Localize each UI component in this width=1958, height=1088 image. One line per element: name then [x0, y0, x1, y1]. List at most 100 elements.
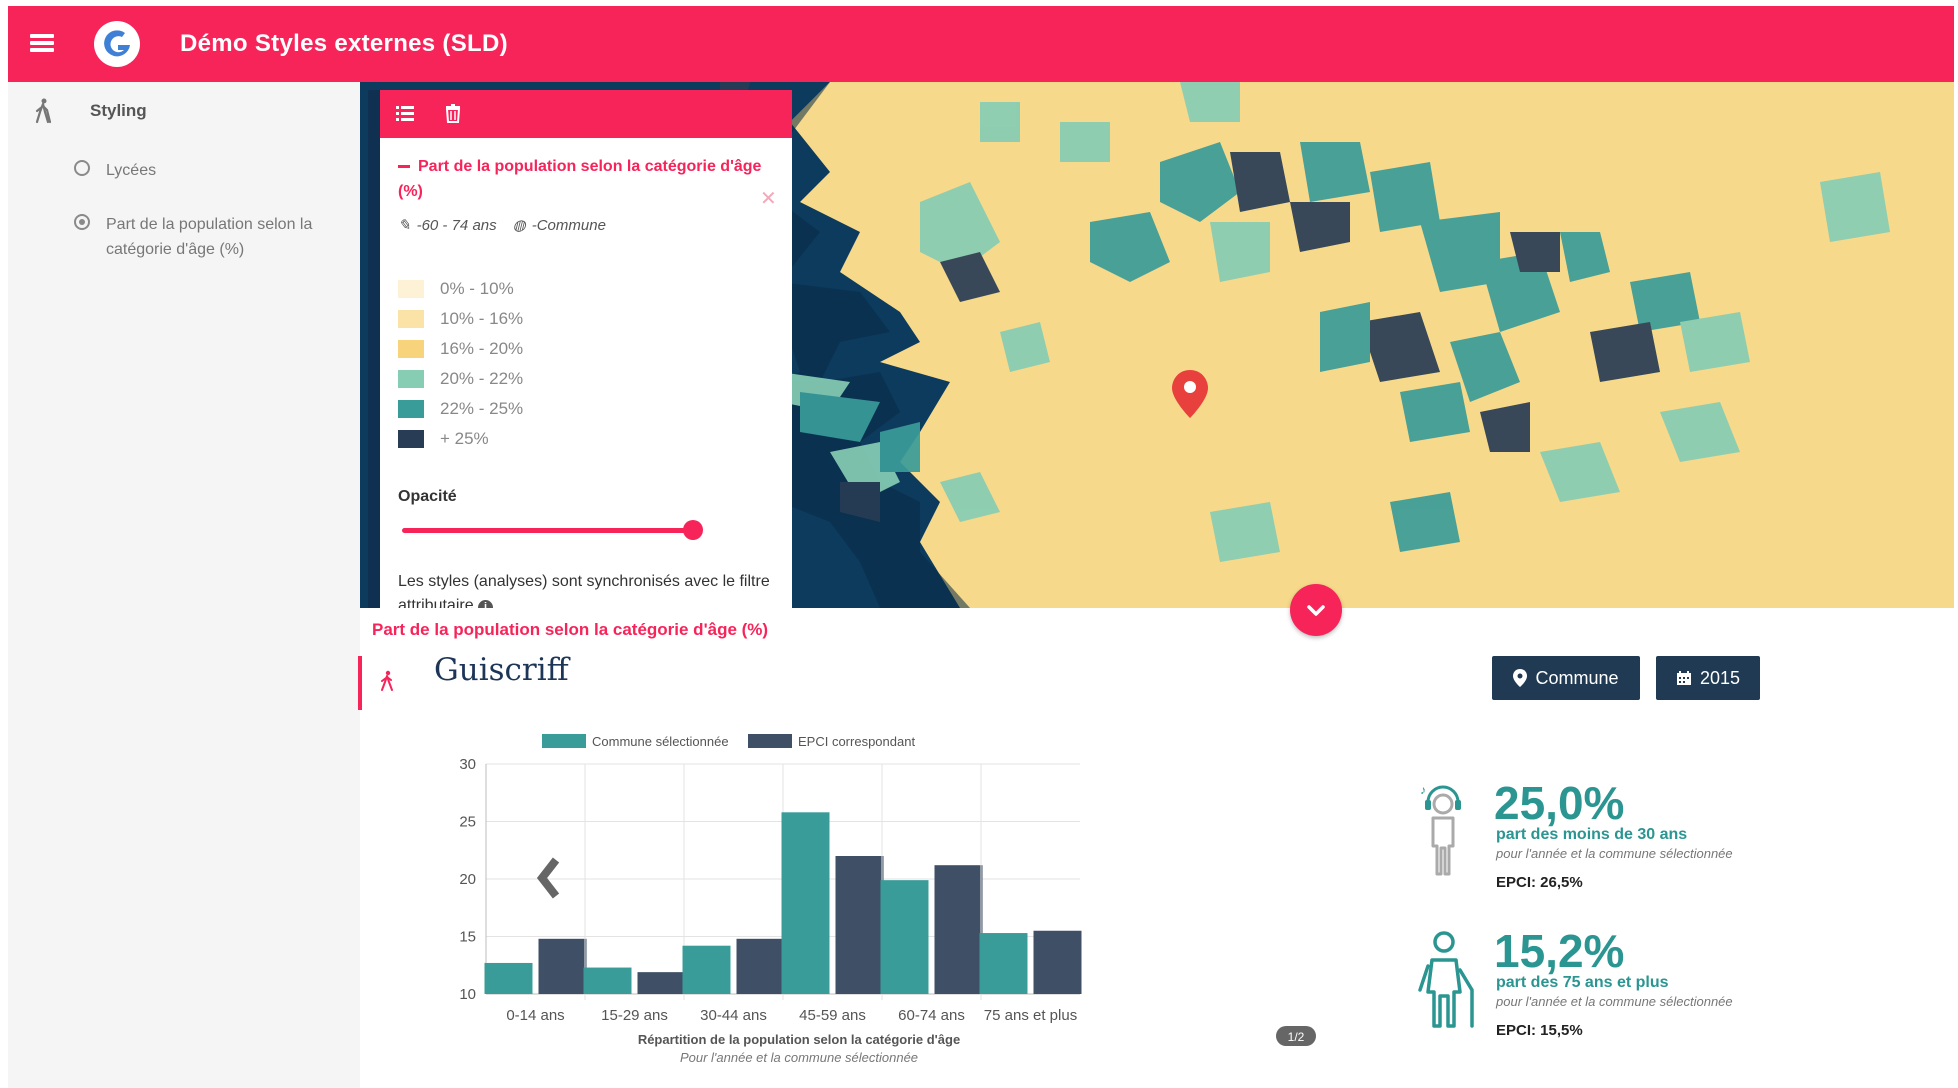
map-marker-icon[interactable] [1172, 370, 1208, 418]
bar-epci-correspondant [736, 938, 785, 994]
sidebar: Styling Lycées Part de la population sel… [8, 82, 360, 1088]
y-tick-label: 25 [459, 814, 476, 831]
legend-class-row: 20% - 22% [398, 364, 523, 394]
bar-epci-correspondant [538, 938, 587, 994]
chart-legend-label: EPCI correspondant [798, 734, 915, 749]
stat-young-value: 25,0% [1494, 777, 1625, 829]
menu-icon[interactable] [30, 30, 56, 56]
app-title: Démo Styles externes (SLD) [180, 30, 508, 57]
pencil-icon: ✎ [398, 217, 411, 234]
age-filter: -60 - 74 ans [416, 216, 497, 234]
slider-track[interactable] [402, 528, 693, 533]
y-tick-label: 20 [459, 871, 476, 888]
sidebar-item-population[interactable]: Part de la population selon la catégorie… [74, 212, 346, 262]
legend-class-row: 16% - 20% [398, 334, 523, 364]
chart-legend-label: Commune sélectionnée [592, 734, 729, 749]
bar-epci-correspondant [637, 972, 686, 994]
bar-commune-sélectionnée [682, 945, 731, 994]
year-button-label: 2015 [1699, 667, 1741, 688]
y-tick-label: 10 [459, 986, 476, 1003]
sidebar-header-styling[interactable]: Styling [34, 96, 147, 126]
place-accent-bar [358, 656, 362, 710]
stat-young-sub: pour l'année et la commune sélectionnée [1496, 846, 1733, 861]
legend-class-row: 10% - 16% [398, 304, 523, 334]
legend-meta: ✎ -60 - 74 ans ◍ -Commune [398, 216, 606, 235]
info-icon[interactable]: i [478, 600, 494, 608]
legend-swatch [748, 734, 792, 748]
bar-commune-sélectionnée [484, 962, 533, 994]
legend-class-label: 10% - 16% [440, 309, 524, 328]
bar-commune-sélectionnée [583, 967, 632, 994]
legend-swatch [398, 280, 424, 298]
legend-class-label: 0% - 10% [440, 279, 514, 298]
legend-class-label: + 25% [440, 429, 489, 448]
legend-swatch [398, 400, 424, 418]
chevron-left-icon[interactable] [536, 857, 560, 899]
stat-young-label: part des moins de 30 ans [1496, 826, 1688, 843]
stat-elderly-sub: pour l'année et la commune sélectionnée [1496, 994, 1733, 1009]
app-logo [94, 21, 140, 67]
y-tick-label: 30 [459, 756, 476, 773]
radio-selected-icon[interactable] [74, 214, 90, 230]
sidebar-item-label: Lycées [106, 162, 157, 179]
legend-swatch [398, 370, 424, 388]
trash-icon[interactable] [442, 102, 464, 124]
commune-button-label: Commune [1535, 667, 1619, 688]
stat-elderly-label: part des 75 ans et plus [1496, 974, 1669, 991]
walking-person-icon [35, 98, 52, 124]
x-tick-label: 15-29 ans [601, 1007, 668, 1024]
chart-xlabel: Répartition de la population selon la ca… [638, 1032, 960, 1047]
place-name: Guiscriff [434, 652, 569, 688]
legend-class-label: 20% - 22% [440, 369, 524, 388]
close-icon[interactable]: ✕ [760, 188, 777, 210]
collapse-button[interactable] [1290, 584, 1342, 636]
slider-thumb[interactable] [682, 520, 703, 540]
bar-epci-correspondant [835, 856, 884, 994]
year-button[interactable]: 2015 [1656, 656, 1760, 700]
legend-layer-title[interactable]: Part de la population selon la catégorie… [398, 154, 788, 204]
sync-note-text: Les styles (analyses) sont synchronisés … [398, 573, 770, 608]
radio-icon[interactable] [74, 160, 90, 176]
opacity-slider[interactable] [402, 518, 744, 542]
app-header: Démo Styles externes (SLD) [8, 6, 1954, 82]
map-pin-icon [1513, 669, 1528, 687]
bar-epci-correspondant [934, 865, 983, 994]
legend-swatch [398, 340, 424, 358]
legend-toolbar [380, 90, 792, 138]
y-tick-label: 15 [459, 929, 476, 946]
age-distribution-chart: Commune sélectionnée EPCI correspondant 10… [459, 734, 1316, 1065]
level-label: -Commune [531, 216, 606, 234]
stat-elderly-epci: EPCI: 15,5% [1496, 1022, 1583, 1039]
analysis-title: Part de la population selon la catégorie… [372, 620, 769, 639]
page-badge [1276, 1026, 1316, 1046]
legend-class-label: 16% - 20% [440, 339, 524, 358]
young-person-icon: ♪ [1420, 784, 1461, 876]
collapse-dash-icon [398, 165, 410, 169]
legend-swatch [398, 430, 424, 448]
legend-layer-title-text: Part de la population selon la catégorie… [398, 158, 762, 200]
sidebar-item-label: Part de la population selon la catégorie… [106, 216, 313, 258]
sidebar-item-lycees[interactable]: Lycées [74, 158, 346, 183]
x-tick-label: 60-74 ans [898, 1007, 965, 1024]
opacity-label: Opacité [398, 488, 457, 505]
legend-swatch [398, 310, 424, 328]
commune-button[interactable]: Commune [1492, 656, 1640, 700]
x-tick-label: 75 ans et plus [984, 1007, 1077, 1024]
legend-class-label: 22% - 25% [440, 399, 524, 418]
x-tick-label: 30-44 ans [700, 1007, 767, 1024]
chevron-down-icon [1307, 605, 1325, 616]
map-view[interactable]: Part de la population selon la catégorie… [360, 82, 1954, 608]
legend-class-row: 0% - 10% [398, 274, 523, 304]
list-icon[interactable] [394, 102, 416, 124]
stat-young-epci: EPCI: 26,5% [1496, 874, 1583, 891]
bar-commune-sélectionnée [979, 933, 1028, 994]
x-tick-label: 0-14 ans [506, 1007, 564, 1024]
elderly-person-icon [1418, 931, 1474, 1028]
page-indicator: 1/2 [1288, 1030, 1305, 1044]
sync-note: Les styles (analyses) sont synchronisés … [398, 570, 788, 608]
globe-icon: ◍ [512, 217, 526, 234]
stat-elderly: 15,2% part des 75 ans et plus pour l'ann… [1418, 924, 1958, 1044]
stat-elderly-value: 15,2% [1494, 925, 1625, 977]
legend-swatch [542, 734, 586, 748]
bar-commune-sélectionnée [880, 880, 929, 994]
